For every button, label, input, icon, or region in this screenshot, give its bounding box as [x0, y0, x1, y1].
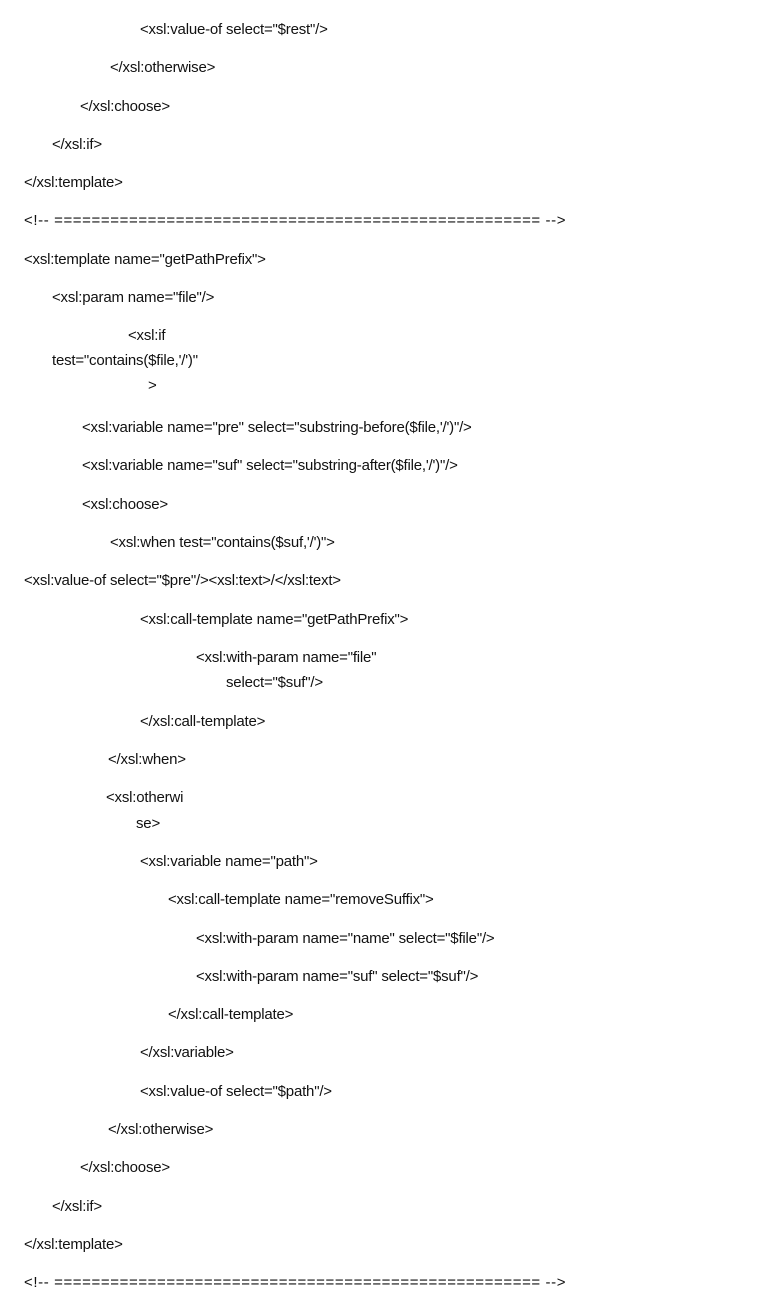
comment-separator-line: <!-- ===================================… [24, 212, 567, 229]
code-line: test="contains($file,'/')" [52, 352, 198, 369]
code-line: <xsl:value-of select="$rest"/> [140, 21, 328, 38]
code-line: <xsl:with-param name="file" [196, 649, 377, 666]
code-line: <xsl:value-of select="$path"/> [140, 1083, 332, 1100]
code-line: </xsl:template> [24, 1236, 123, 1253]
code-line: <xsl:with-param name="name" select="$fil… [196, 930, 495, 947]
code-line: <xsl:if [128, 327, 166, 344]
code-line: <xsl:variable name="path"> [140, 853, 318, 870]
code-line: <xsl:variable name="pre" select="substri… [82, 419, 472, 436]
code-line: <xsl:call-template name="removeSuffix"> [168, 891, 434, 908]
code-line: select="$suf"/> [226, 674, 323, 691]
code-line: <xsl:value-of select="$pre"/><xsl:text>/… [24, 572, 341, 589]
code-line: <xsl:call-template name="getPathPrefix"> [140, 611, 409, 628]
comment-separator-line: <!-- ===================================… [24, 1274, 567, 1291]
code-line: <xsl:variable name="suf" select="substri… [82, 457, 458, 474]
code-line: <xsl:with-param name="suf" select="$suf"… [196, 968, 479, 985]
code-line: </xsl:choose> [80, 98, 170, 115]
code-line: </xsl:call-template> [168, 1006, 294, 1023]
code-line: </xsl:when> [108, 751, 186, 768]
code-line: </xsl:choose> [80, 1159, 170, 1176]
code-line: <xsl:template name="getPathPrefix"> [24, 251, 266, 268]
code-line: </xsl:template> [24, 174, 123, 191]
code-line: <xsl:when test="contains($suf,'/')"> [110, 534, 335, 551]
code-line: </xsl:if> [52, 1198, 102, 1215]
code-line: </xsl:variable> [140, 1044, 234, 1061]
code-line: </xsl:otherwise> [110, 59, 216, 76]
code-line: </xsl:call-template> [140, 713, 266, 730]
code-line: se> [136, 815, 161, 832]
code-line: </xsl:if> [52, 136, 102, 153]
code-line: <xsl:otherwi [106, 789, 184, 806]
code-line: <xsl:choose> [82, 496, 168, 513]
code-line: <xsl:param name="file"/> [52, 289, 215, 306]
code-line: > [148, 377, 157, 394]
code-line: </xsl:otherwise> [108, 1121, 214, 1138]
